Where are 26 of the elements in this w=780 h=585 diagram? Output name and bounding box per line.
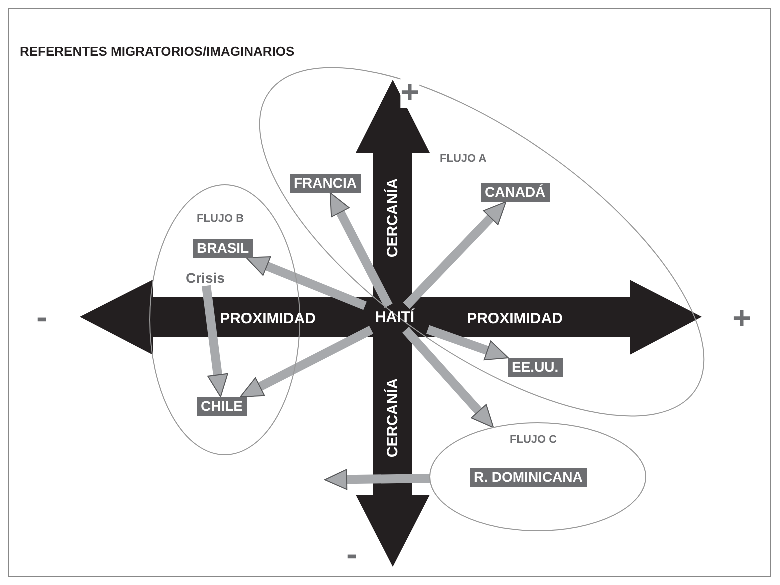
- country-tag: BRASIL: [193, 239, 254, 258]
- country-tag: R. DOMINICANA: [470, 468, 587, 487]
- flow-label: FLUJO B: [197, 213, 244, 225]
- flow-ellipse: [430, 423, 646, 531]
- country-tag: FRANCIA: [290, 174, 361, 193]
- center-label: HAITÍ: [362, 306, 428, 330]
- flow-arrow: [244, 254, 367, 310]
- flow-arrow: [324, 469, 430, 490]
- axis-label: PROXIMIDAD: [220, 310, 316, 328]
- flow-arrow: [402, 326, 498, 431]
- axis-sign: +: [732, 302, 752, 334]
- flow-label: FLUJO A: [440, 153, 487, 165]
- diagram-title: REFERENTES MIGRATORIOS/IMAGINARIOS: [20, 44, 295, 59]
- axis-label: PROXIMIDAD: [467, 310, 563, 328]
- country-tag: EE.UU.: [508, 358, 563, 377]
- flow-arrow: [202, 285, 228, 398]
- country-tag: CANADÁ: [481, 183, 550, 202]
- axis-label: CERCANÍA: [384, 178, 402, 258]
- axis-label: CERCANÍA: [384, 378, 402, 458]
- axis-sign: -: [346, 538, 358, 570]
- axis-sign: +: [400, 76, 420, 108]
- flow-label: FLUJO C: [510, 434, 558, 446]
- flow-arrow: [426, 325, 510, 362]
- axis-sign: -: [36, 301, 48, 333]
- country-tag: CHILE: [197, 397, 247, 416]
- note-text: Crisis: [186, 270, 225, 286]
